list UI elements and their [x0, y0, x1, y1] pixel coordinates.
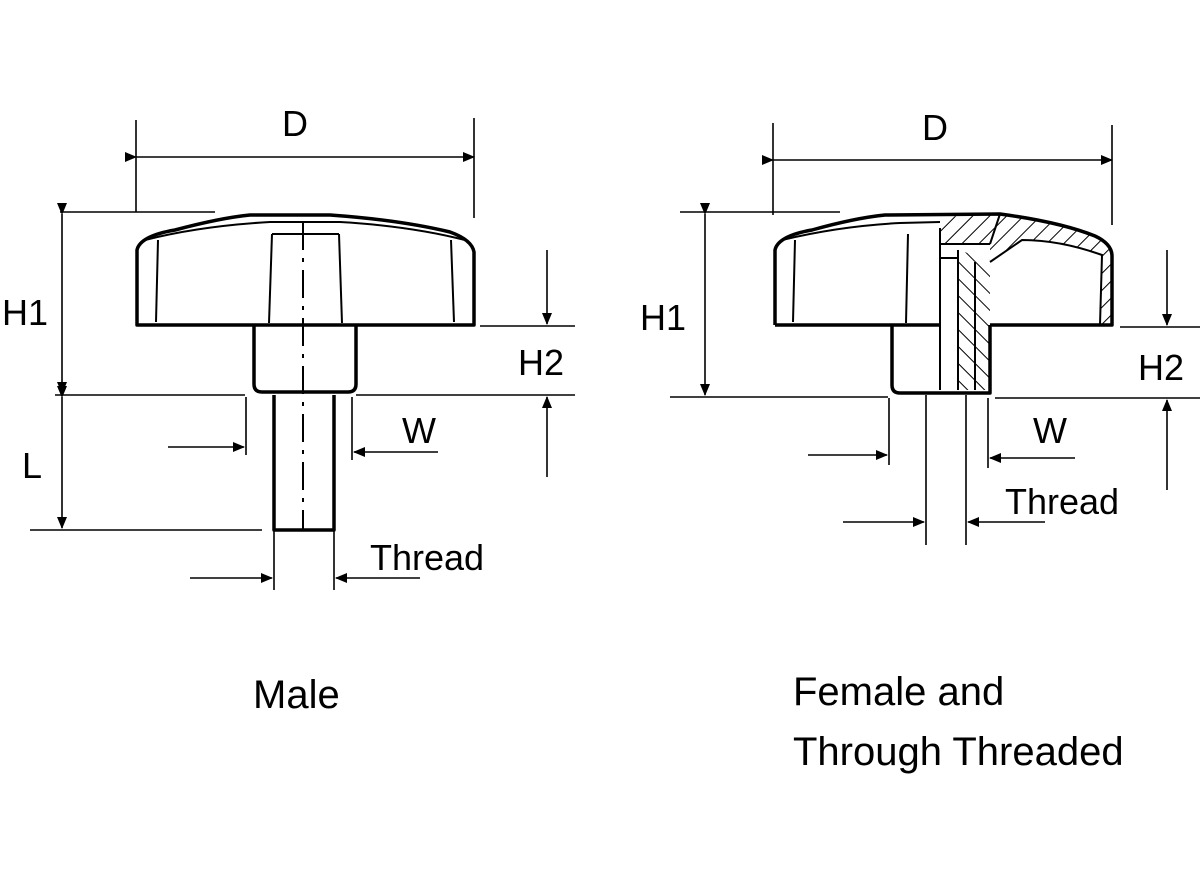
female-D-label: D [922, 107, 948, 148]
male-L-label: L [22, 445, 42, 486]
male-thread-label: Thread [370, 537, 484, 578]
female-caption-line2: Through Threaded [793, 730, 1124, 774]
male-knob-drawing: D H1 L H2 W Thread Male [2, 103, 575, 717]
male-knob-hub [252, 325, 358, 394]
female-H2-label: H2 [1138, 347, 1184, 388]
female-H1-label: H1 [640, 297, 686, 338]
male-H2-label: H2 [518, 342, 564, 383]
female-knob-drawing: D H1 H2 W Thread Female and Through Thre… [640, 107, 1200, 774]
male-caption: Male [253, 673, 340, 717]
female-W-label: W [1033, 410, 1067, 451]
male-H1-label: H1 [2, 292, 48, 333]
male-knob-head [135, 213, 476, 327]
female-caption-line1: Female and [793, 670, 1004, 714]
male-D-label: D [282, 103, 308, 144]
female-knob-hub [890, 325, 992, 395]
female-thread-label: Thread [1005, 481, 1119, 522]
female-knob-head [773, 212, 1114, 327]
male-W-label: W [402, 410, 436, 451]
